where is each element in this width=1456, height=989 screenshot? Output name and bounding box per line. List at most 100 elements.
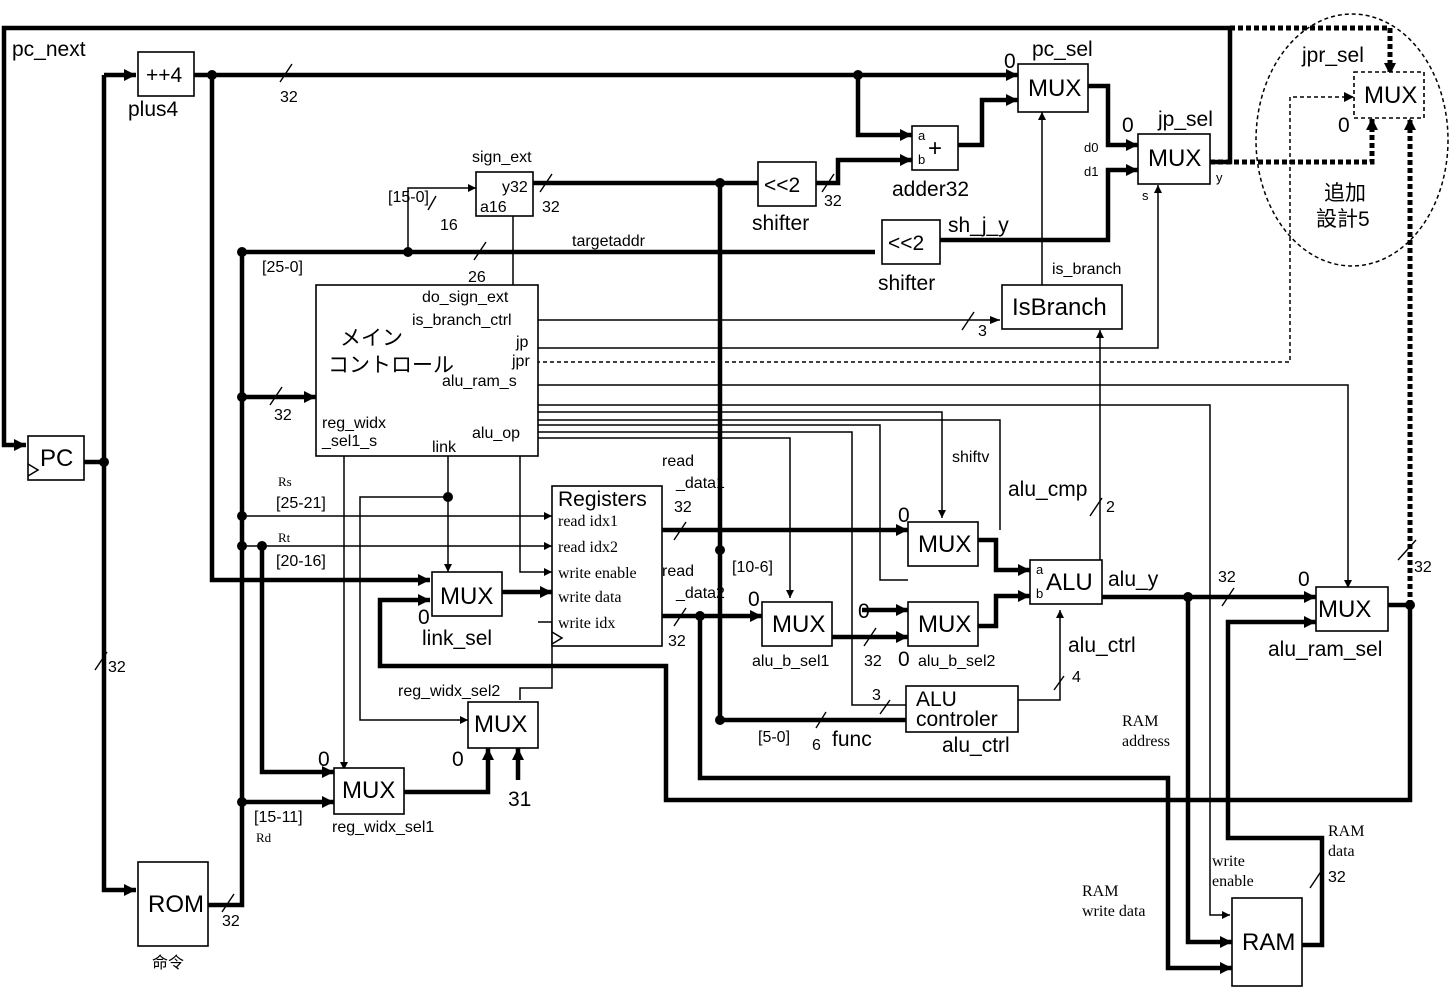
svg-text:read: read: [662, 563, 694, 580]
svg-text:32: 32: [274, 407, 292, 424]
svg-text:[10-6]: [10-6]: [732, 559, 773, 576]
svg-text:<<2: <<2: [888, 232, 924, 255]
svg-text:write data: write data: [558, 589, 622, 606]
svg-text:MUX: MUX: [1318, 596, 1371, 623]
svg-text:alu_ctrl: alu_ctrl: [942, 734, 1010, 757]
svg-text:s: s: [1142, 188, 1149, 203]
svg-text:alu_ctrl: alu_ctrl: [1068, 634, 1136, 657]
svg-text:0: 0: [858, 600, 870, 623]
svg-text:3: 3: [978, 323, 987, 340]
svg-text:32: 32: [1328, 869, 1346, 886]
plus4-block: ++4 plus4: [128, 51, 195, 121]
svg-text:write enable: write enable: [558, 565, 637, 582]
svg-text:MUX: MUX: [474, 711, 527, 738]
jpr-sel-mux: MUX jpr_sel 0 追加 設計5: [1301, 44, 1425, 231]
reg-widx-sel2-mux: MUX reg_widx_sel2 0 31: [398, 683, 539, 811]
svg-text:32: 32: [542, 199, 560, 216]
isbranch-block: IsBranch: [1001, 284, 1123, 330]
svg-text:address: address: [1122, 733, 1170, 750]
svg-text:RAM: RAM: [1122, 713, 1158, 730]
svg-text:d1: d1: [1084, 164, 1098, 179]
control-wires: [242, 112, 1349, 916]
svg-text:ALU: ALU: [1046, 569, 1093, 596]
shifter-2: <<2 shifter: [878, 219, 941, 295]
svg-text:sh_j_y: sh_j_y: [948, 214, 1009, 237]
svg-text:alu_b_sel1: alu_b_sel1: [752, 653, 830, 670]
junction-dots: [99, 70, 1415, 807]
svg-text:enable: enable: [1212, 873, 1254, 890]
svg-text:is_branch_ctrl: is_branch_ctrl: [412, 312, 512, 329]
svg-text:0: 0: [418, 606, 430, 629]
svg-text:0: 0: [1298, 568, 1310, 591]
sign-ext-block: y32 a16 sign_ext: [472, 149, 534, 217]
svg-text:[25-21]: [25-21]: [276, 495, 326, 512]
svg-text:MUX: MUX: [918, 531, 971, 558]
svg-text:_sel1_s: _sel1_s: [321, 433, 377, 450]
svg-text:read idx2: read idx2: [558, 539, 618, 556]
svg-text:_data2: _data2: [675, 585, 725, 602]
ram-block: RAM: [1231, 897, 1303, 987]
svg-text:2: 2: [1106, 499, 1115, 516]
svg-text:_data1: _data1: [675, 475, 725, 492]
alu-block: a b ALU: [1029, 559, 1103, 605]
svg-text:4: 4: [1072, 669, 1081, 686]
svg-text:MUX: MUX: [1364, 82, 1417, 109]
svg-text:[15-11]: [15-11]: [254, 809, 303, 826]
svg-text:3: 3: [872, 687, 881, 704]
svg-text:reg_widx: reg_widx: [322, 415, 386, 432]
svg-text:reg_widx_sel1: reg_widx_sel1: [332, 819, 434, 836]
svg-text:+: +: [928, 135, 942, 162]
svg-text:read idx1: read idx1: [558, 513, 618, 530]
bus-ticks: [94, 63, 1417, 913]
svg-text:pc_sel: pc_sel: [1032, 38, 1093, 61]
svg-text:controler: controler: [916, 708, 998, 731]
svg-text:0: 0: [452, 748, 464, 771]
svg-text:MUX: MUX: [440, 583, 493, 610]
svg-text:32: 32: [674, 499, 692, 516]
svg-text:0: 0: [898, 504, 910, 527]
svg-text:MUX: MUX: [918, 611, 971, 638]
svg-text:MUX: MUX: [1028, 75, 1081, 102]
svg-text:targetaddr: targetaddr: [572, 233, 646, 250]
svg-text:b: b: [918, 152, 925, 167]
svg-text:shiftv: shiftv: [952, 449, 989, 466]
svg-text:32: 32: [1414, 559, 1432, 576]
svg-text:[20-16]: [20-16]: [276, 553, 326, 570]
svg-text:32: 32: [222, 913, 240, 930]
svg-text:IsBranch: IsBranch: [1012, 294, 1107, 321]
svg-text:16: 16: [440, 217, 458, 234]
svg-text:y32: y32: [502, 179, 528, 196]
svg-text:6: 6: [812, 737, 821, 754]
svg-text:31: 31: [508, 788, 531, 811]
svg-text:do_sign_ext: do_sign_ext: [422, 289, 509, 306]
alu-controller-block: ALU controler alu_ctrl: [905, 685, 1019, 757]
alu-a-mux: MUX 0: [898, 504, 979, 567]
svg-text:0: 0: [748, 588, 760, 611]
svg-text:a: a: [1036, 562, 1044, 577]
svg-text:MUX: MUX: [342, 777, 395, 804]
svg-text:data: data: [1328, 843, 1355, 860]
width-labels: 32 32 32 32 26 16 32 32 32 32 32 3 6 3 2…: [108, 89, 1432, 930]
svg-text:Rs: Rs: [278, 474, 292, 489]
svg-text:y: y: [1216, 170, 1223, 185]
registers-block: Registers read idx1 read idx2 write enab…: [551, 485, 663, 647]
svg-text:32: 32: [280, 89, 298, 106]
svg-text:0: 0: [1338, 114, 1350, 137]
svg-text:0: 0: [1004, 50, 1016, 73]
svg-text:a: a: [918, 128, 926, 143]
svg-text:pc_next: pc_next: [12, 38, 86, 61]
svg-text:Registers: Registers: [558, 488, 647, 511]
svg-text:MUX: MUX: [1148, 145, 1201, 172]
svg-text:alu_b_sel2: alu_b_sel2: [918, 653, 996, 670]
svg-text:read: read: [662, 453, 694, 470]
reg-widx-sel1-mux: MUX reg_widx_sel1 0: [318, 748, 434, 836]
pc-register: PC: [27, 435, 85, 481]
bus-wires: [1, 25, 1413, 971]
svg-text:32: 32: [1218, 569, 1236, 586]
svg-text:jpr_sel: jpr_sel: [1301, 44, 1364, 67]
svg-text:<<2: <<2: [764, 174, 800, 197]
svg-text:ROM: ROM: [148, 891, 204, 918]
main-control-block: メイン コントロール do_sign_ext is_branch_ctrl jp…: [315, 284, 539, 457]
adder32-block: a b + adder32: [892, 125, 969, 201]
